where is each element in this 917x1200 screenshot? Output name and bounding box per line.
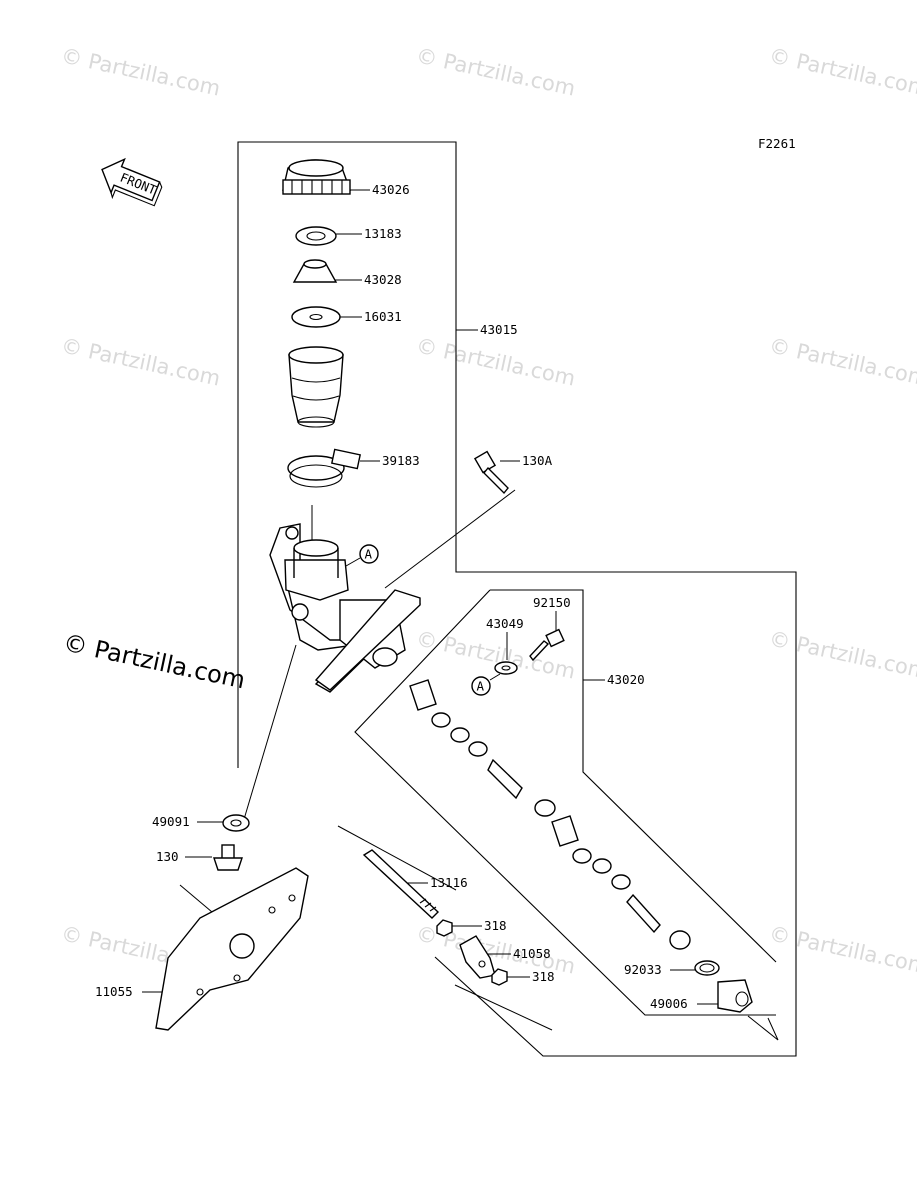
part-number-92033: 92033 <box>624 962 662 977</box>
part-number-43026: 43026 <box>372 182 410 197</box>
master-cylinder-body <box>269 523 421 693</box>
part-number-49006: 49006 <box>650 996 688 1011</box>
watermark: © Partzilla.com <box>59 43 223 100</box>
part-number-318-lower: 318 <box>532 969 555 984</box>
part-number-49091: 49091 <box>152 814 190 829</box>
svg-text:A: A <box>477 679 485 694</box>
watermark: © Partzilla.com <box>767 333 917 390</box>
part-number-43049: 43049 <box>486 616 524 631</box>
nut-318-lower <box>491 968 508 986</box>
watermark-layer: © Partzilla.com © Partzilla.com © Partzi… <box>59 43 917 978</box>
part-number-11055: 11055 <box>95 984 133 999</box>
hose-clamp <box>287 448 362 488</box>
watermark: © Partzilla.com <box>414 43 578 100</box>
watermark: © Partzilla.com <box>767 43 917 100</box>
part-number-318-upper: 318 <box>484 918 507 933</box>
circlip <box>694 960 720 976</box>
washer-43049 <box>494 661 518 675</box>
watermark: © Partzilla.com <box>767 626 917 683</box>
svg-text:A: A <box>365 547 373 562</box>
brand-watermark: © Partzilla.com <box>61 628 248 694</box>
figure-code: F2261 <box>758 136 796 151</box>
group-43020-box-lower <box>354 589 776 1016</box>
watermark: © Partzilla.com <box>59 333 223 390</box>
part-number-130a: 130A <box>522 453 553 468</box>
front-arrow-icon: FRONT <box>101 157 163 207</box>
push-rod <box>362 849 440 919</box>
reservoir-body <box>288 346 344 428</box>
reservoir-plate <box>295 226 337 246</box>
dust-boot <box>717 979 753 1013</box>
watermark: © Partzilla.com <box>767 921 917 978</box>
group-43015-box <box>237 141 797 1057</box>
reference-marker-a: A <box>471 673 501 696</box>
part-number-41058: 41058 <box>513 946 551 961</box>
piston-assembly <box>409 679 691 950</box>
watermark: © Partzilla.com <box>414 333 578 390</box>
part-number-16031: 16031 <box>364 309 402 324</box>
nut-318-upper <box>436 919 453 937</box>
reservoir-cap <box>282 159 351 195</box>
part-number-43028: 43028 <box>364 272 402 287</box>
bolt-130 <box>213 844 243 871</box>
washer-49091 <box>222 814 250 832</box>
part-number-92150: 92150 <box>533 595 571 610</box>
reservoir-diaphragm <box>292 259 338 283</box>
bleeder-valve <box>529 628 565 662</box>
group-43020-box <box>490 589 777 963</box>
part-labels: 43026 13183 43028 16031 43015 39183 130A… <box>95 182 688 1011</box>
part-number-130: 130 <box>156 849 179 864</box>
part-number-13116: 13116 <box>430 875 468 890</box>
bolt-130a <box>473 450 509 495</box>
bracket-plate <box>155 867 309 1031</box>
reference-marker-a: A <box>345 544 379 567</box>
part-number-39183: 39183 <box>382 453 420 468</box>
part-number-43015: 43015 <box>480 322 518 337</box>
part-number-13183: 13183 <box>364 226 402 241</box>
part-number-43020: 43020 <box>607 672 645 687</box>
leader-lines <box>142 189 779 1041</box>
reservoir-gasket <box>291 306 341 328</box>
